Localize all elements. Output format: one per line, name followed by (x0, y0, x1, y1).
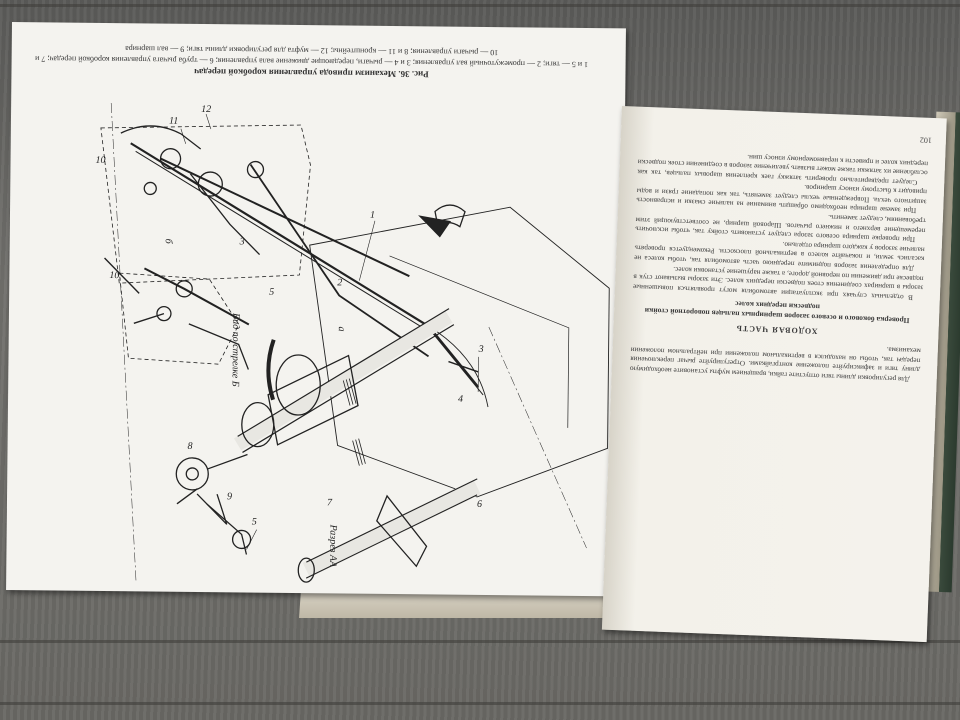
svg-text:10: 10 (95, 155, 105, 166)
foldout-drawing-page: Рис. 36. Механизм привода управления кор… (6, 22, 626, 597)
svg-text:8: 8 (188, 441, 193, 452)
callout-b: б (162, 238, 174, 244)
book-text-page: 102 Для регулировки длины тяги отпустите… (601, 106, 947, 643)
svg-text:9: 9 (227, 491, 232, 502)
svg-text:11: 11 (169, 116, 178, 127)
svg-text:5: 5 (252, 517, 257, 528)
continuation-paragraph: Для регулировки длины тяги отпустите гай… (629, 345, 921, 384)
gearshift-mechanism-drawing: 11 12 10 1 2 3 4 5 6 7 8 9 10 5 3 (95, 103, 610, 584)
section-label: Разрез АА (327, 524, 339, 568)
plank-gap (0, 640, 960, 643)
svg-text:1: 1 (370, 210, 375, 221)
svg-text:3: 3 (239, 236, 245, 247)
plank-gap (0, 4, 960, 7)
page-number: 102 (919, 135, 933, 145)
svg-text:10: 10 (109, 270, 119, 281)
svg-text:12: 12 (201, 104, 211, 115)
svg-text:3: 3 (478, 344, 484, 355)
svg-text:4: 4 (458, 394, 463, 405)
svg-text:2: 2 (337, 277, 342, 288)
svg-text:5: 5 (269, 287, 274, 298)
svg-text:7: 7 (327, 497, 333, 508)
page-text-column: Для регулировки длины тяги отпустите гай… (630, 147, 928, 384)
plank-gap (0, 702, 960, 705)
svg-text:6: 6 (477, 499, 482, 510)
view-label: Вид по стрелке Б (229, 312, 242, 387)
callout-a: а (335, 326, 347, 332)
